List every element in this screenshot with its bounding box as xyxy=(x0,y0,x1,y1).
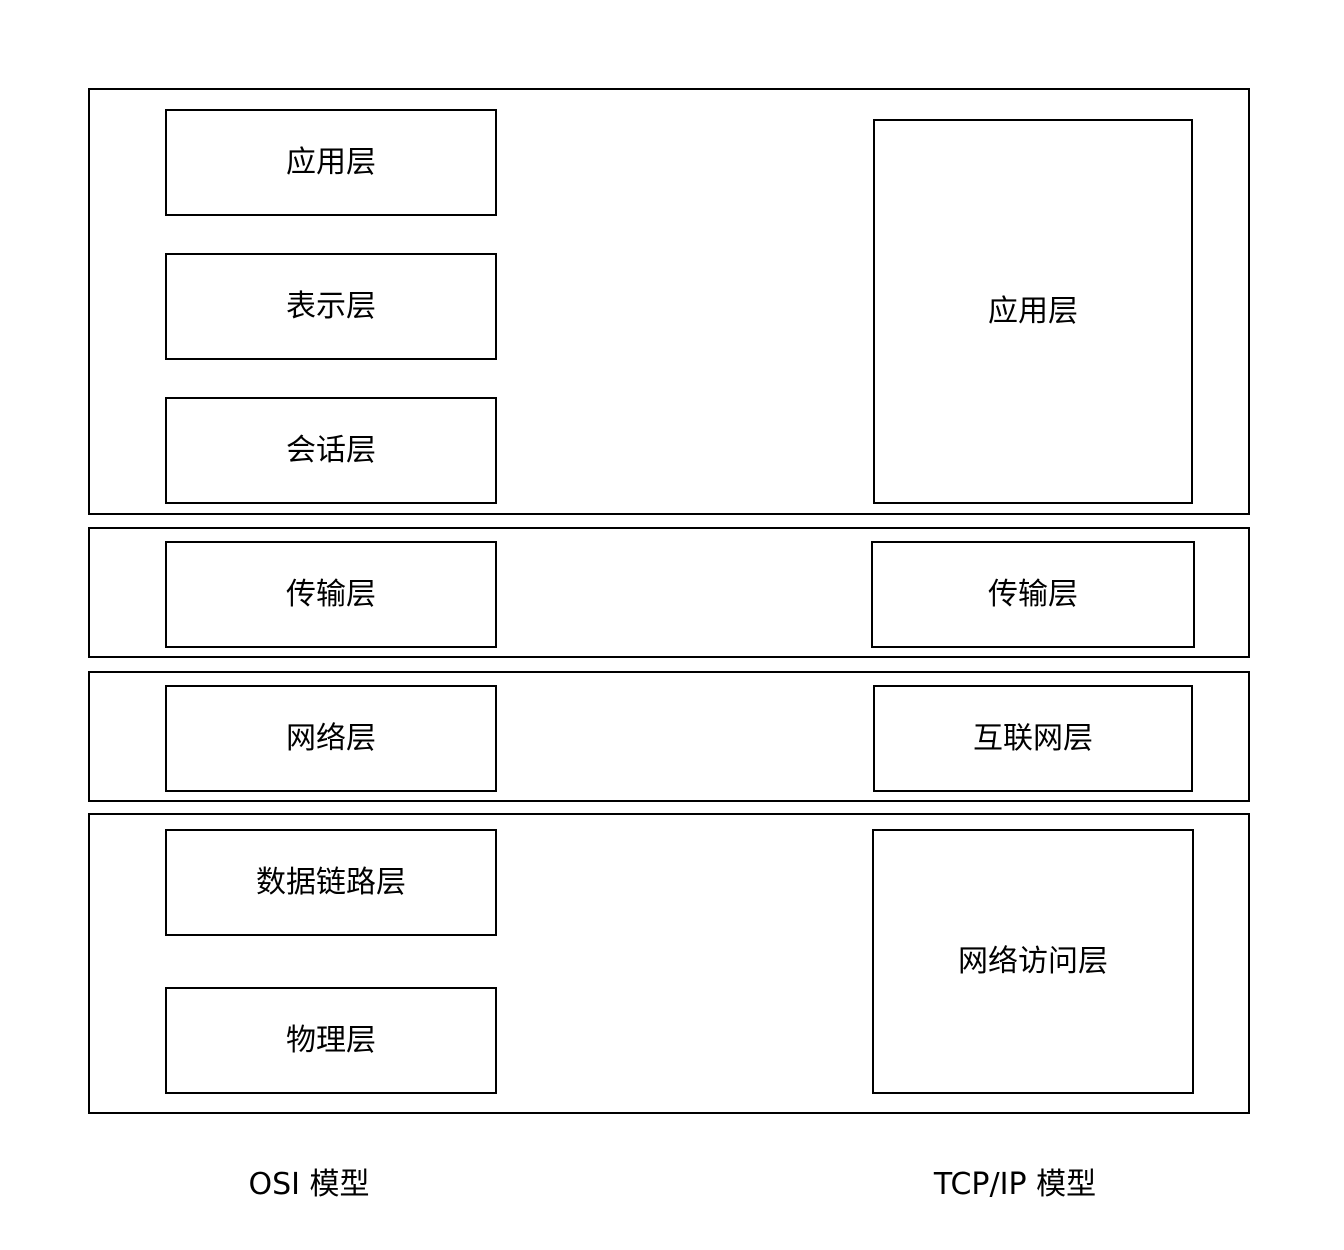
tcpip-transport-label: 传输层 xyxy=(988,576,1078,612)
tcpip-transport-layer: 传输层 xyxy=(871,541,1195,648)
osi-session-label: 会话层 xyxy=(286,432,376,468)
osi-data-link-layer: 数据链路层 xyxy=(165,829,497,936)
osi-network-label: 网络层 xyxy=(286,720,376,756)
osi-physical-label: 物理层 xyxy=(286,1022,376,1058)
tcpip-internet-label: 互联网层 xyxy=(973,720,1093,756)
osi-transport-layer: 传输层 xyxy=(165,541,497,648)
osi-model-caption: OSI 模型 xyxy=(248,1167,370,1202)
tcpip-application-label: 应用层 xyxy=(988,293,1078,329)
tcpip-network-access-label: 网络访问层 xyxy=(958,943,1108,979)
tcpip-model-caption: TCP/IP 模型 xyxy=(933,1167,1097,1202)
osi-transport-label: 传输层 xyxy=(286,576,376,612)
tcpip-application-layer: 应用层 xyxy=(873,119,1193,504)
osi-network-layer: 网络层 xyxy=(165,685,497,792)
osi-application-layer: 应用层 xyxy=(165,109,497,216)
tcpip-network-access-layer: 网络访问层 xyxy=(872,829,1194,1094)
osi-data-link-label: 数据链路层 xyxy=(256,864,406,900)
osi-presentation-label: 表示层 xyxy=(286,288,376,324)
osi-session-layer: 会话层 xyxy=(165,397,497,504)
osi-physical-layer: 物理层 xyxy=(165,987,497,1094)
tcpip-internet-layer: 互联网层 xyxy=(873,685,1193,792)
osi-presentation-layer: 表示层 xyxy=(165,253,497,360)
osi-application-label: 应用层 xyxy=(286,144,376,180)
